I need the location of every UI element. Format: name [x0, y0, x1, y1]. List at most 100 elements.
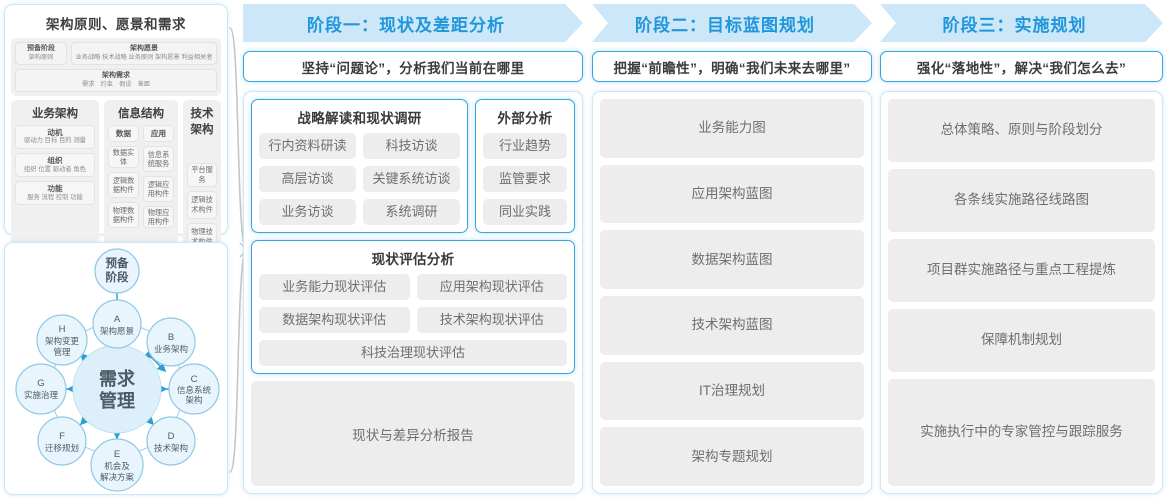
- phase-1-column: 阶段一：现状及差距分析 坚持“问题论”，分析我们当前在哪里 战略解读和现状调研 …: [243, 4, 583, 495]
- group-external-analysis-title: 外部分析: [497, 111, 553, 126]
- adm-node-D-label: 技术架构: [154, 443, 188, 453]
- togaf-vision-box: 架构愿景 业务战略 技术战略 业务原则 架构愿景 利益相关者: [71, 42, 217, 65]
- phase-2-chevron[interactable]: 阶段二：目标蓝图规划: [592, 4, 872, 42]
- togaf-data-item: 物理数据构件: [108, 202, 139, 229]
- phase-2-item-5[interactable]: IT治理规划: [600, 361, 864, 421]
- togaf-prep-sub: 架构原则: [28, 53, 54, 61]
- togaf-pillar-business: 业务架构 动机 驱动力 目标 目的 测量 组织 组织 位置 驱动者 角色 功能: [11, 99, 99, 255]
- phase-3-chevron[interactable]: 阶段三：实施规划: [880, 4, 1163, 42]
- phase-3-body: 总体策略、原则与阶段划分 各条线实施路径线路图 项目群实施路径与重点工程提炼 保…: [880, 91, 1163, 494]
- phase-3-chevron-label: 阶段三：实施规划: [942, 15, 1087, 35]
- phase-2-item-2[interactable]: 应用架构蓝图: [600, 164, 864, 224]
- adm-node-D-key: D: [168, 431, 175, 442]
- phase-3-column: 阶段三：实施规划 强化“落地性”，解决“我们怎么去” 总体策略、原则与阶段划分 …: [880, 4, 1163, 495]
- phase-3-subtitle: 强化“落地性”，解决“我们怎么去”: [880, 51, 1163, 82]
- adm-prep-line2: 阶段: [106, 270, 129, 284]
- togaf-business-item: 功能 服务 流程 控制 功能: [15, 180, 95, 205]
- adm-node-E-key: E: [114, 449, 120, 460]
- chip-external-3[interactable]: 同业实践: [483, 199, 567, 225]
- group-current-state-title: 现状评估分析: [371, 252, 455, 267]
- phase-2-item-6[interactable]: 架构专题规划: [600, 427, 864, 487]
- adm-node-E-label1: 机会及: [104, 461, 130, 471]
- phase-2-subtitle: 把握“前瞻性”，明确“我们未来去哪里”: [592, 51, 872, 82]
- phase-columns: 阶段一：现状及差距分析 坚持“问题论”，分析我们当前在哪里 战略解读和现状调研 …: [243, 4, 1163, 495]
- adm-node-F-key: F: [59, 431, 65, 442]
- togaf-pillar-information: 信息结构 数据 数据实体 逻辑数据构件: [104, 99, 178, 255]
- adm-node-H-label1: 架构变更: [45, 336, 80, 346]
- togaf-information-header: 信息结构: [118, 107, 164, 120]
- togaf-pillars: 业务架构 动机 驱动力 目标 目的 测量 组织 组织 位置 驱动者 角色 功能: [11, 99, 221, 255]
- phase-2-item-1[interactable]: 业务能力图: [600, 99, 864, 158]
- phase-1-report-card[interactable]: 现状与差异分析报告: [251, 381, 575, 486]
- togaf-business-header: 业务架构: [32, 107, 78, 120]
- phase-1-top-row: 战略解读和现状调研 行内资料研读 科技访谈 高层访谈 关键系统访谈: [251, 99, 575, 233]
- chip-external-2[interactable]: 监管要求: [483, 166, 567, 192]
- chip-strategy-1[interactable]: 行内资料研读: [259, 133, 356, 159]
- togaf-business-item: 组织 组织 位置 驱动者 角色: [15, 152, 95, 177]
- adm-node-C-label2: 架构: [185, 395, 202, 405]
- adm-node-A-key: A: [114, 314, 121, 325]
- chip-assess-3[interactable]: 数据架构现状评估: [259, 307, 410, 333]
- phase-1-chevron[interactable]: 阶段一：现状及差距分析: [243, 4, 583, 42]
- adm-node-B-label: 业务架构: [154, 344, 188, 354]
- chip-strategy-4[interactable]: 关键系统访谈: [363, 166, 460, 192]
- phase-3-item-2[interactable]: 各条线实施路径线路图: [888, 169, 1155, 232]
- togaf-pillar-technology: 技术架构 平台服务 逻辑技术构件 物理技术构件: [183, 99, 221, 255]
- adm-node-F-label: 迁移规划: [45, 443, 79, 453]
- togaf-technology-header: 技术架构: [190, 107, 214, 136]
- phase-3-item-1[interactable]: 总体策略、原则与阶段划分: [888, 99, 1155, 162]
- phase-3-item-3[interactable]: 项目群实施路径与重点工程提炼: [888, 239, 1155, 302]
- phase-1-subtitle: 坚持“问题论”，分析我们当前在哪里: [243, 51, 583, 82]
- phase-1-chevron-label: 阶段一：现状及差距分析: [307, 15, 505, 35]
- togaf-vision-band: 预备阶段 架构原则 架构愿景 业务战略 技术战略 业务原则 架构愿景 利益相关者…: [11, 38, 221, 96]
- adm-node-H-label2: 管理: [53, 347, 71, 357]
- togaf-vision-head: 架构愿景: [130, 45, 158, 52]
- adm-node-C-label1: 信息系统: [177, 385, 212, 395]
- group-current-state-assessment: 现状评估分析 业务能力现状评估 应用架构现状评估 数据架构现状评估 技术架构现状…: [251, 240, 575, 374]
- togaf-prep-head: 预备阶段: [27, 45, 55, 52]
- togaf-vision-sub: 业务战略 技术战略 业务原则 架构愿景 利益相关者: [75, 53, 213, 61]
- chip-external-1[interactable]: 行业趋势: [483, 133, 567, 159]
- togaf-app-item: 物理应用构件: [143, 206, 174, 229]
- adm-cycle-diagram: 需求 管理 预备 阶段 A 架构愿景 B 业务架构 C 信息系统 架构: [15, 248, 220, 492]
- adm-node-E-label2: 解决方案: [100, 472, 135, 482]
- adm-center-line2: 管理: [99, 390, 135, 411]
- phase-2-item-4[interactable]: 技术架构蓝图: [600, 296, 864, 355]
- chip-assess-2[interactable]: 应用架构现状评估: [416, 274, 567, 300]
- togaf-req-head: 架构需求: [102, 71, 130, 79]
- togaf-app-head: 应用: [143, 124, 174, 143]
- adm-cycle-card: 需求 管理 预备 阶段 A 架构愿景 B 业务架构 C 信息系统 架构: [4, 242, 228, 495]
- phase-2-item-3[interactable]: 数据架构蓝图: [600, 230, 864, 290]
- adm-node-H-key: H: [59, 324, 66, 335]
- chip-assess-1[interactable]: 业务能力现状评估: [259, 274, 410, 300]
- phase-3-item-5[interactable]: 实施执行中的专家管控与跟踪服务: [888, 379, 1155, 486]
- togaf-content-framework-card: 架构原则、愿景和需求 预备阶段 架构原则 架构愿景 业务战略 技术战略 业务原则…: [4, 4, 228, 300]
- phase-2-column: 阶段二：目标蓝图规划 把握“前瞻性”，明确“我们未来去哪里” 业务能力图 应用架…: [592, 4, 872, 495]
- chip-strategy-6[interactable]: 系统调研: [363, 199, 460, 225]
- togaf-app-item: 信息系统服务: [143, 146, 174, 173]
- togaf-data-head: 数据: [108, 124, 139, 143]
- togaf-req-sub: 需求 约束 假设 差距: [81, 80, 151, 88]
- adm-center-line1: 需求: [99, 368, 136, 389]
- phase-1-body: 战略解读和现状调研 行内资料研读 科技访谈 高层访谈 关键系统访谈: [243, 91, 583, 494]
- chip-assess-5[interactable]: 科技治理现状评估: [259, 340, 567, 366]
- chip-assess-4[interactable]: 技术架构现状评估: [416, 307, 567, 333]
- togaf-app-item: 逻辑应用构件: [143, 176, 174, 203]
- group-external-analysis: 外部分析 行业趋势 监管要求 同业实践: [475, 99, 575, 233]
- group-strategy-research-title: 战略解读和现状调研: [297, 111, 422, 126]
- adm-node-A-label: 架构愿景: [100, 326, 134, 336]
- togaf-tech-item: 逻辑技术构件: [187, 190, 217, 219]
- adm-node-G-key: G: [37, 378, 44, 389]
- togaf-tech-item: 平台服务: [187, 162, 217, 187]
- phase-2-chevron-label: 阶段二：目标蓝图规划: [635, 15, 815, 35]
- chip-strategy-5[interactable]: 业务访谈: [259, 199, 356, 225]
- chip-strategy-2[interactable]: 科技访谈: [363, 133, 460, 159]
- left-reference-column: 架构原则、愿景和需求 预备阶段 架构原则 架构愿景 业务战略 技术战略 业务原则…: [4, 4, 232, 495]
- togaf-prep-box: 预备阶段 架构原则: [15, 42, 67, 65]
- togaf-requirements-box: 架构需求 需求 约束 假设 差距: [15, 68, 217, 92]
- phase-3-item-4[interactable]: 保障机制规划: [888, 309, 1155, 372]
- adm-node-G-label: 实施治理: [24, 390, 59, 400]
- adm-prep-line1: 预备: [106, 256, 129, 270]
- chip-strategy-3[interactable]: 高层访谈: [259, 166, 356, 192]
